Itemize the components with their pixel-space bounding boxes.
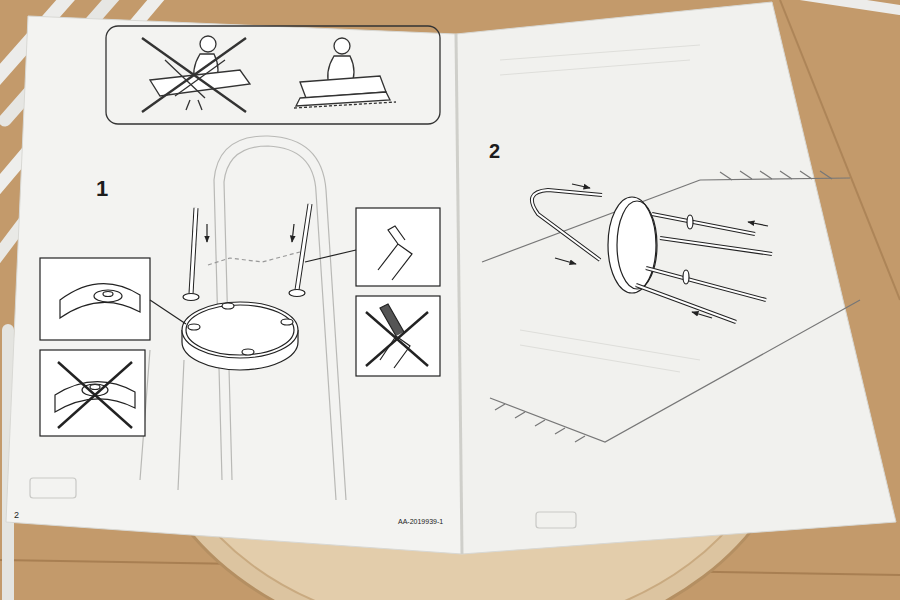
document-code: AA-2019939-1 <box>398 518 443 525</box>
faint-logo <box>30 478 576 528</box>
show-through <box>500 45 700 372</box>
chair-frame-outline <box>140 136 346 500</box>
step-number: 1 <box>96 178 108 200</box>
paper-pages <box>6 2 896 554</box>
page-number: 2 <box>14 511 19 520</box>
step-number: 2 <box>489 141 500 161</box>
step-one-drawing <box>40 204 440 436</box>
step-two-drawing <box>482 171 860 442</box>
warning-panel <box>106 26 440 124</box>
